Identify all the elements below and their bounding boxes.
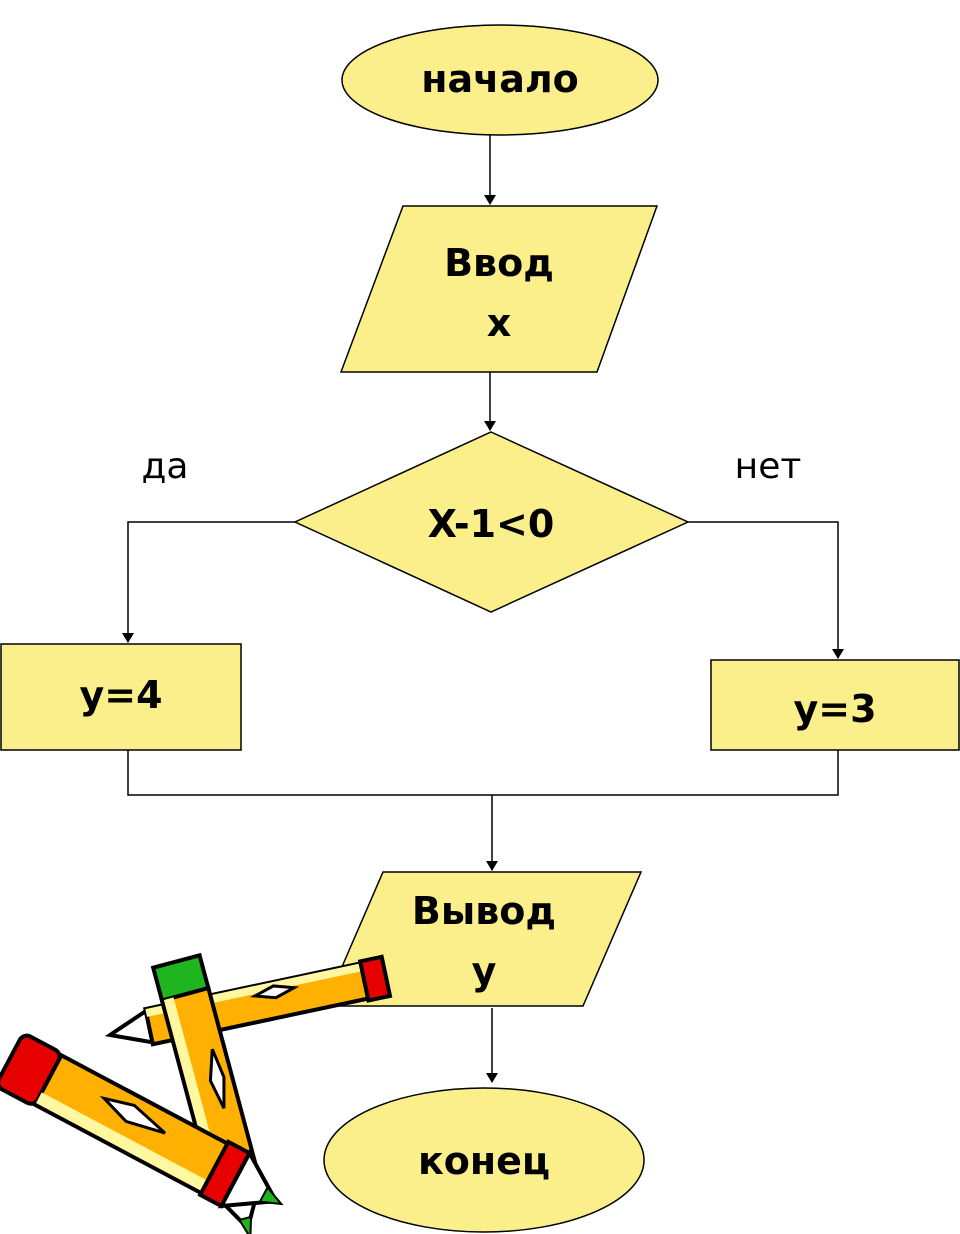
output-parallelogram	[323, 871, 643, 1007]
arrow-decision-yes	[122, 521, 295, 643]
start-ellipse	[341, 24, 659, 136]
decision-diamond	[293, 431, 690, 613]
start-label: начало	[421, 57, 579, 101]
pencils-clipart-icon	[0, 952, 393, 1234]
process-yes-label: y=4	[79, 673, 162, 717]
decision-node: X-1<0	[293, 431, 690, 613]
process-yes-node: y=4	[0, 643, 242, 751]
input-label-line2: x	[487, 301, 512, 345]
input-label-line1: Ввод	[444, 241, 554, 285]
output-label-line2: y	[472, 949, 497, 993]
process-no-label: y=3	[793, 687, 876, 731]
decision-condition: X-1<0	[428, 502, 555, 546]
pencil-front-icon	[0, 1033, 284, 1209]
output-label-line1: Вывод	[412, 889, 556, 933]
process-no-box	[710, 659, 960, 751]
process-no-node: y=3	[710, 659, 960, 751]
start-node: начало	[341, 24, 659, 136]
end-node: конец	[323, 1087, 645, 1233]
connectors	[122, 130, 844, 1083]
output-node: Вывод y	[323, 871, 643, 1007]
arrow-decision-no	[688, 521, 844, 659]
line-merge	[127, 750, 839, 796]
process-yes-box	[0, 643, 242, 751]
end-label: конец	[418, 1139, 550, 1183]
input-node: Ввод x	[339, 205, 659, 373]
end-ellipse	[323, 1087, 645, 1233]
input-parallelogram	[339, 205, 659, 373]
branch-yes-label: да	[142, 446, 189, 487]
branch-no-label: нет	[735, 446, 802, 487]
